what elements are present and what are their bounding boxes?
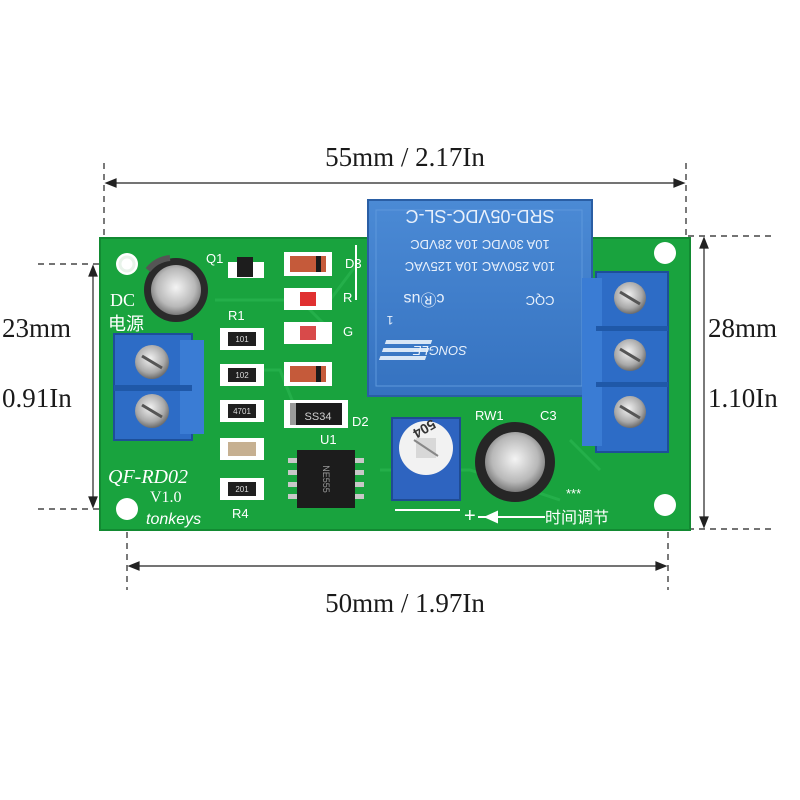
relay-rating: 10A 30VDC 10A 28VDC [410, 237, 549, 252]
label-d2: D2 [352, 414, 369, 429]
terminal-block-right [582, 271, 669, 453]
terminal-block-left [113, 333, 204, 441]
label-d3: D3 [345, 256, 362, 271]
resistor-array [220, 328, 264, 500]
dimension-left-in: 0.91In [2, 383, 72, 413]
resistor-code: 102 [235, 371, 249, 380]
diode-ss34 [284, 400, 348, 428]
resistor-code: 201 [235, 485, 249, 494]
dimension-bottom: 50mm / 1.97In [325, 588, 485, 618]
relay [367, 199, 593, 397]
label-rw1: RW1 [475, 408, 504, 423]
led-g [284, 322, 332, 344]
label-plus: + [464, 505, 476, 527]
chip-marking: NE555 [321, 465, 331, 493]
capacitor-small [144, 255, 208, 322]
relay-brand: SONGLE [413, 343, 468, 358]
label-brand: tonkeys [146, 511, 201, 528]
relay-pin-mark: 1 [386, 313, 393, 327]
relay-cert-cqc: CQC [526, 293, 555, 308]
label-power: 电源 [108, 314, 144, 335]
resistor-code: 101 [235, 335, 249, 344]
songle-logo [378, 340, 433, 360]
mounting-hole [654, 242, 676, 264]
label-led-g: G [343, 324, 353, 339]
mounting-hole [116, 498, 138, 520]
relay-rating: 10A 250VAC 10A 125VAC [405, 259, 556, 274]
label-u1: U1 [320, 432, 337, 447]
transistor-q1 [228, 257, 264, 278]
label-stars: *** [566, 486, 581, 501]
dimension-lines [38, 163, 776, 590]
dimension-top: 55mm / 2.17In [325, 142, 485, 172]
potentiometer-rw1 [391, 417, 461, 501]
diode-marking: SS34 [305, 411, 332, 423]
label-q1: Q1 [206, 251, 223, 266]
dimension-right-mm: 28mm [708, 313, 777, 343]
resistor-code: 4701 [233, 407, 251, 416]
label-model: QF-RD02 [108, 466, 188, 488]
diode-d3 [284, 252, 332, 276]
label-r4: R4 [232, 506, 249, 521]
relay-cert-ul: cⓇus [404, 290, 445, 308]
label-dc: DC [110, 290, 135, 310]
label-version: V1.0 [150, 489, 182, 506]
dimension-left-mm: 23mm [2, 313, 71, 343]
mounting-hole [116, 253, 138, 275]
relay-model: SRD-05VDC-SL-C [405, 206, 554, 226]
silkscreen [355, 245, 545, 524]
label-c3: C3 [540, 408, 557, 423]
dimension-right-in: 1.10In [708, 383, 778, 413]
label-time-adjust: 时间调节 [545, 508, 609, 527]
label-led-r: R [343, 290, 352, 305]
label-r1: R1 [228, 308, 245, 323]
ic-u1 [288, 450, 364, 508]
mounting-hole [654, 494, 676, 516]
led-r [284, 288, 332, 310]
capacitor-large [475, 422, 555, 502]
diode-d1 [284, 362, 332, 386]
